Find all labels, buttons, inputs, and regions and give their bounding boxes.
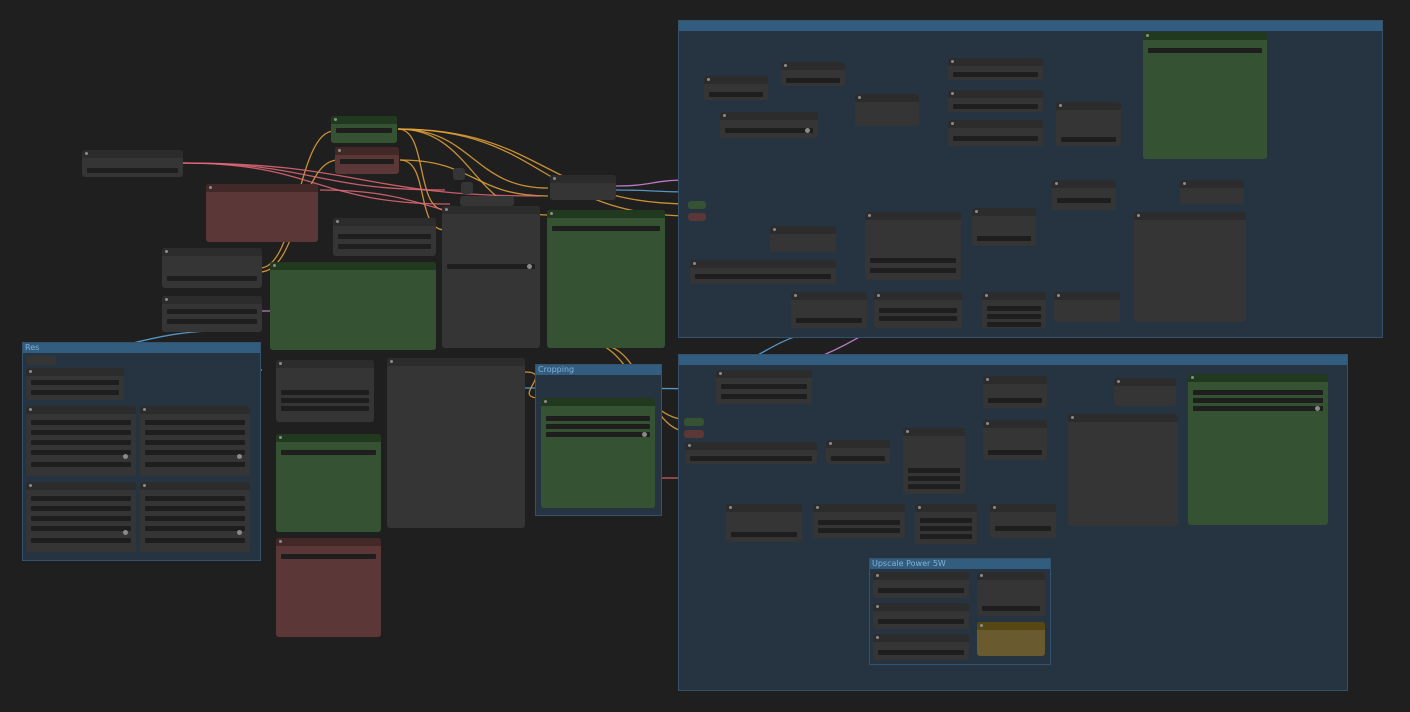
node-tr-17[interactable]	[982, 292, 1046, 328]
node-tr-5[interactable]	[948, 58, 1043, 80]
node-tr-16[interactable]	[874, 292, 962, 328]
node-br-ksampler[interactable]	[903, 428, 965, 494]
group-title-bar[interactable]: Cropping	[536, 365, 661, 375]
node-br-preview[interactable]	[1188, 374, 1328, 525]
node-br-9[interactable]	[813, 504, 905, 538]
node-tr-8[interactable]	[1056, 102, 1121, 146]
group-title-bar[interactable]	[679, 21, 1382, 31]
node-res-primitive[interactable]	[26, 356, 56, 365]
node-up-3[interactable]	[873, 634, 969, 660]
node-br-3[interactable]	[1114, 378, 1176, 406]
node-tr-10[interactable]	[1180, 180, 1244, 204]
node-loader[interactable]	[82, 150, 183, 177]
node-tr-3[interactable]	[720, 112, 818, 138]
node-tr-15[interactable]	[791, 292, 867, 328]
node-settings[interactable]	[276, 360, 374, 422]
node-preview-image[interactable]	[547, 210, 665, 348]
connection-wire	[397, 128, 446, 211]
node-tr-4[interactable]	[855, 94, 919, 126]
node-tr-pin-b[interactable]	[688, 213, 706, 221]
node-br-2[interactable]	[983, 376, 1047, 408]
node-br-pin-a[interactable]	[684, 418, 704, 426]
node-negative-prompt-small[interactable]	[335, 147, 399, 174]
node-res-b[interactable]	[140, 406, 250, 476]
group-title-bar[interactable]	[679, 355, 1347, 365]
node-res-c[interactable]	[26, 482, 136, 552]
node-up-note[interactable]	[977, 622, 1045, 656]
node-small-a[interactable]	[453, 168, 465, 180]
node-tr-ksampler[interactable]	[865, 212, 961, 280]
group-title: Cropping	[538, 365, 575, 374]
node-res-header[interactable]	[26, 368, 124, 400]
connection-wire	[397, 128, 691, 217]
node-sampler[interactable]	[442, 206, 540, 348]
node-br-5[interactable]	[826, 440, 890, 464]
node-positive-prompt-small[interactable]	[331, 116, 397, 143]
node-tr-18[interactable]	[1054, 292, 1120, 322]
connection-wire	[399, 159, 549, 197]
node-negative-lower[interactable]	[276, 538, 381, 637]
node-dimension-b[interactable]	[162, 296, 262, 332]
node-res-d[interactable]	[140, 482, 250, 552]
node-tr-pin-a[interactable]	[688, 201, 706, 209]
node-tr-preview[interactable]	[1143, 32, 1267, 159]
node-tr-9[interactable]	[1052, 180, 1116, 210]
node-tr-12[interactable]	[770, 226, 836, 252]
node-up-1[interactable]	[873, 572, 969, 598]
node-small-c[interactable]	[460, 196, 514, 206]
connection-wire	[397, 128, 691, 205]
node-small-b[interactable]	[461, 182, 473, 194]
node-tr-6[interactable]	[948, 90, 1043, 112]
node-positive-prompt[interactable]	[270, 262, 436, 350]
node-prompt-lower[interactable]	[276, 434, 381, 532]
node-big-processor[interactable]	[387, 358, 525, 528]
node-br-4[interactable]	[685, 442, 817, 464]
node-tr-11[interactable]	[690, 260, 836, 284]
node-br-1[interactable]	[716, 370, 812, 404]
node-br-7[interactable]	[1068, 414, 1178, 526]
node-negative-prompt[interactable]	[206, 184, 318, 242]
group-title: Res	[25, 343, 40, 352]
node-dimension-a[interactable]	[162, 248, 262, 288]
node-up-2[interactable]	[873, 603, 969, 629]
group-title-bar[interactable]: Res	[23, 343, 260, 353]
node-br-6[interactable]	[983, 420, 1047, 460]
node-tr-14[interactable]	[1134, 212, 1246, 322]
node-reroute[interactable]	[550, 175, 616, 200]
node-up-4[interactable]	[977, 572, 1045, 616]
node-res-a[interactable]	[26, 406, 136, 476]
node-tr-13[interactable]	[972, 208, 1036, 246]
node-conditioning[interactable]	[333, 218, 436, 256]
group-title: Upscale Power 5W	[872, 559, 946, 568]
node-br-8[interactable]	[726, 504, 802, 542]
node-br-11[interactable]	[990, 504, 1056, 538]
node-tr-7[interactable]	[948, 120, 1043, 146]
node-tr-2[interactable]	[781, 62, 845, 86]
connection-wire	[397, 128, 549, 189]
group-title-bar[interactable]: Upscale Power 5W	[870, 559, 1050, 569]
node-br-10[interactable]	[915, 504, 977, 544]
node-tr-1[interactable]	[704, 76, 768, 100]
node-br-pin-b[interactable]	[684, 430, 704, 438]
node-crop[interactable]	[541, 398, 655, 508]
